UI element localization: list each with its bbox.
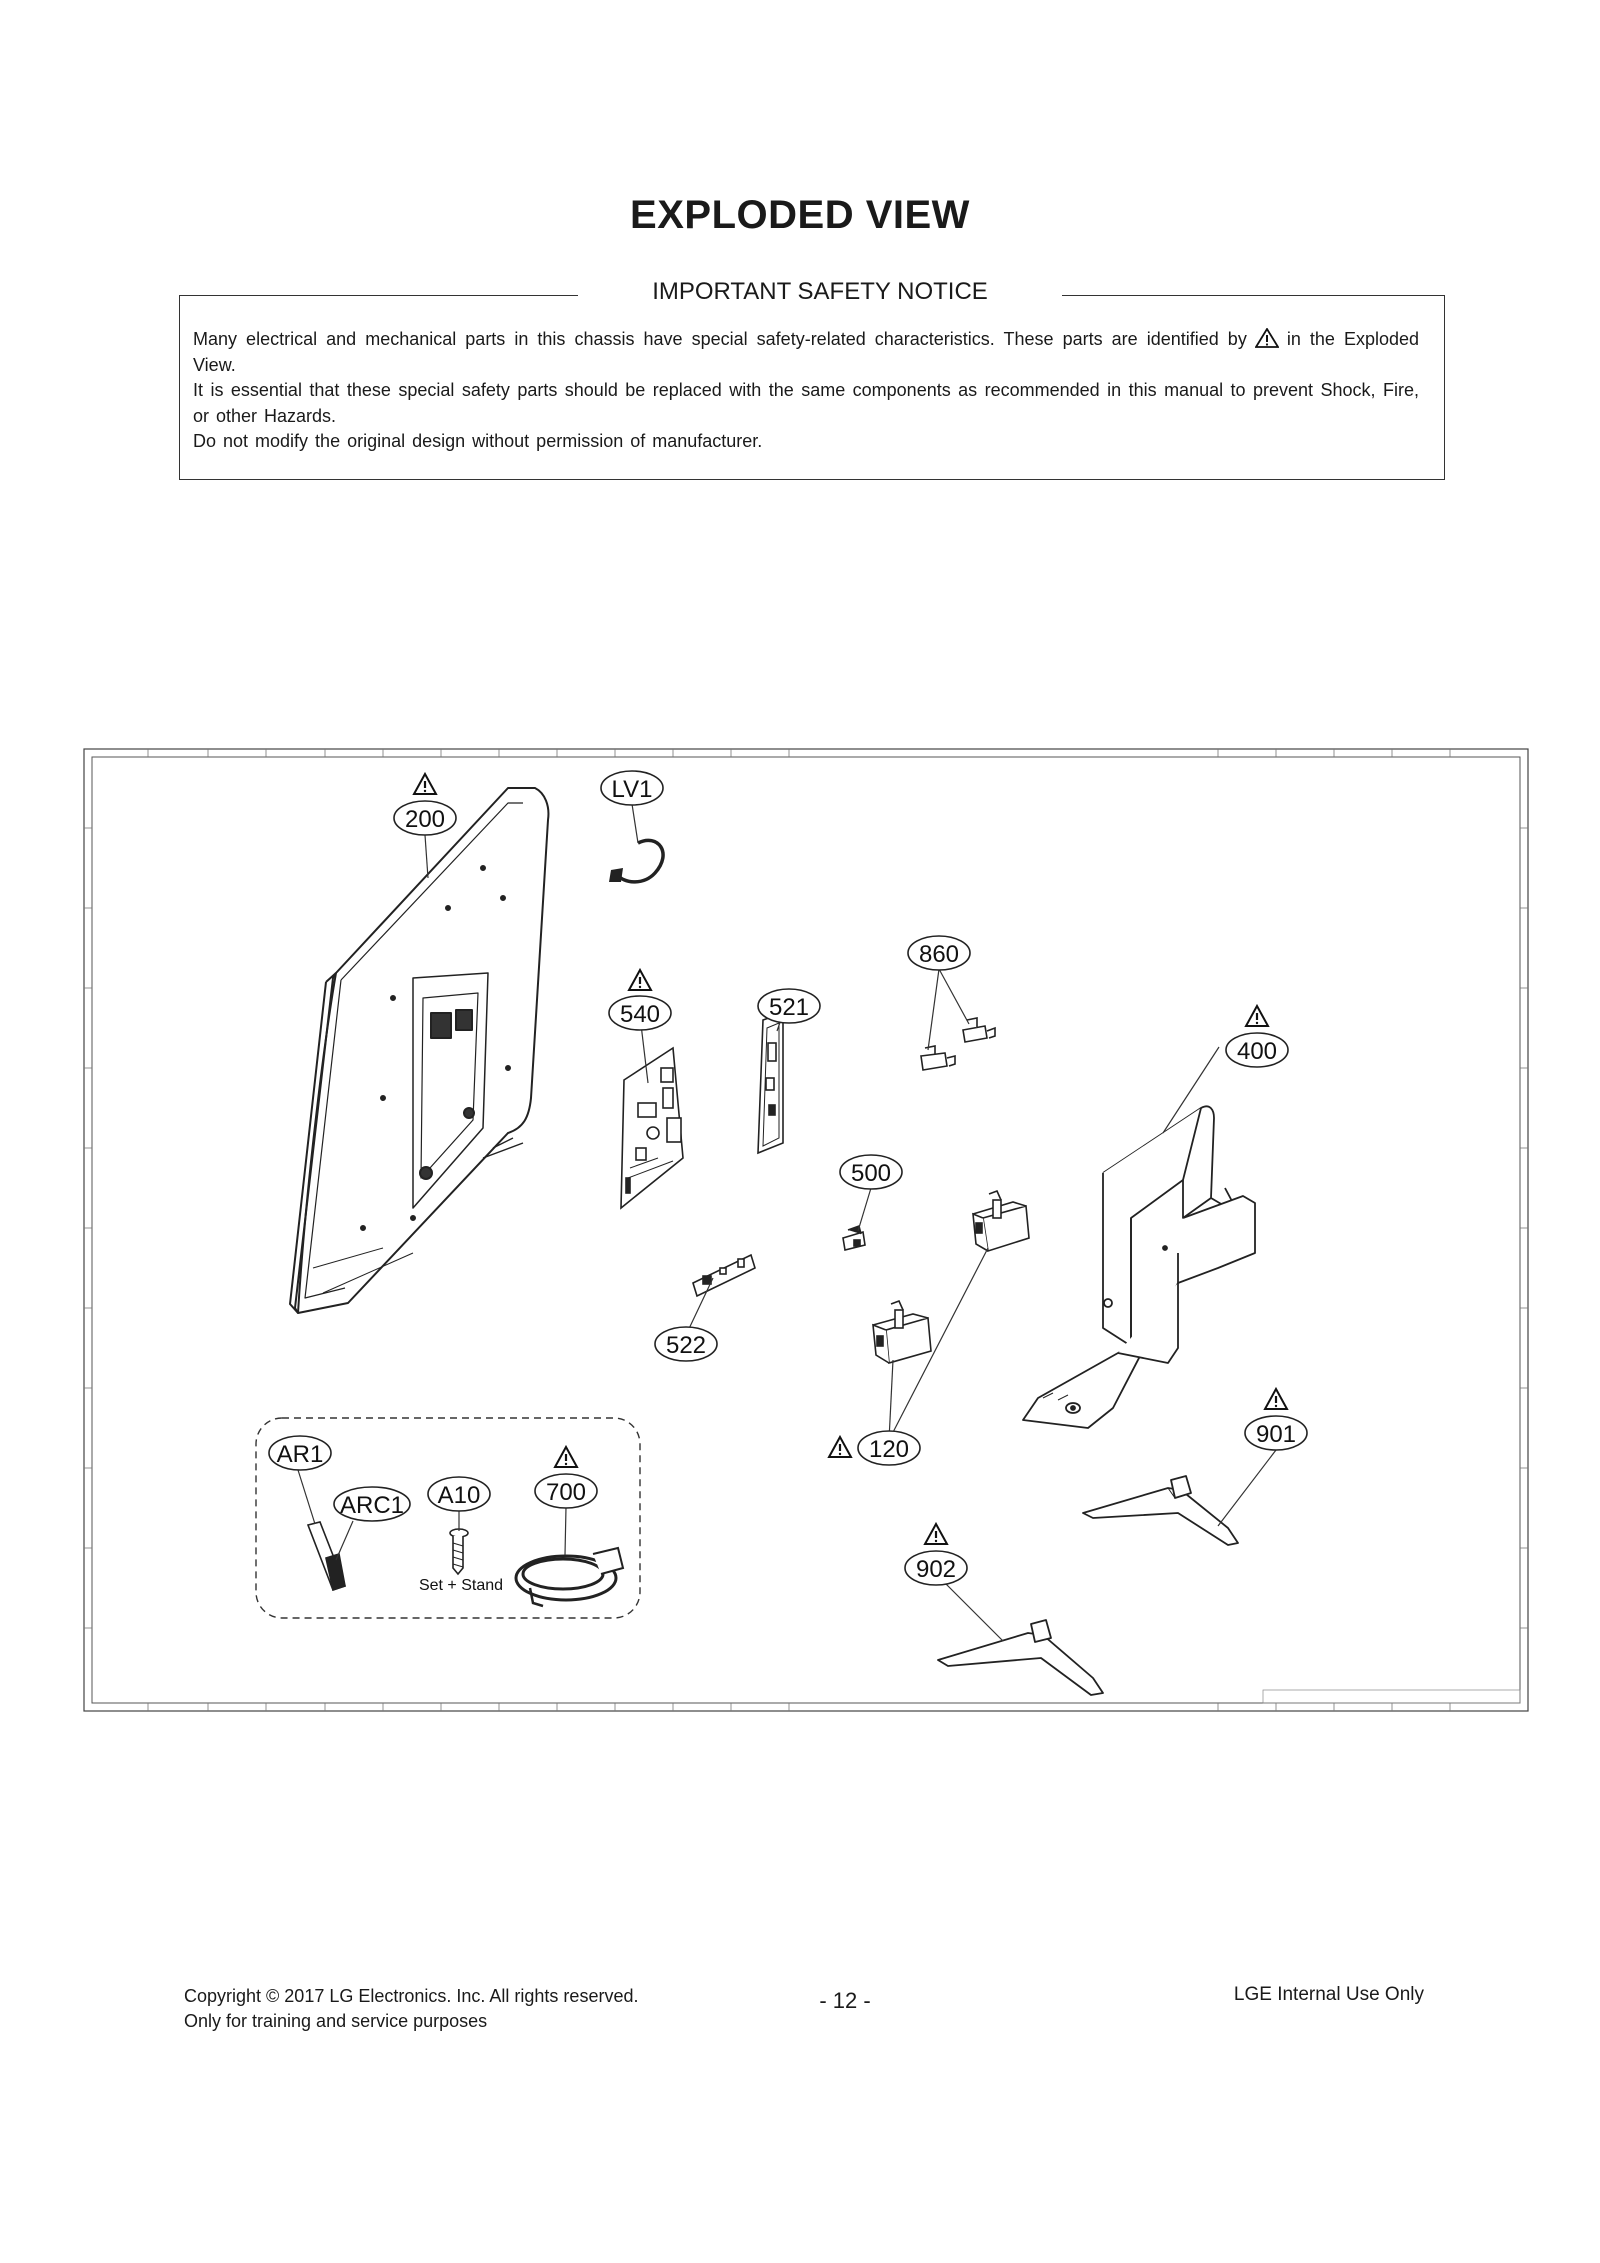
callout-ar1-label: AR1 bbox=[277, 1441, 324, 1468]
notice-line1-b: in the Exploded View. bbox=[193, 329, 1420, 375]
page-number: - 12 - bbox=[819, 1988, 871, 2013]
part-902-stand-leg bbox=[937, 1619, 1104, 1696]
callout-901: 901 bbox=[1244, 1387, 1308, 1451]
callout-a10: A10 bbox=[427, 1476, 491, 1512]
part-522-connector-board bbox=[692, 1253, 756, 1298]
callout-522-label: 522 bbox=[666, 1332, 706, 1359]
footer-training: Only for training and service purposes bbox=[184, 2011, 488, 2031]
callout-540: 540 bbox=[608, 968, 672, 1031]
callout-120-label: 120 bbox=[869, 1436, 909, 1463]
part-lv1-connector bbox=[609, 868, 623, 882]
safety-notice-heading: IMPORTANT SAFETY NOTICE bbox=[578, 278, 1062, 306]
footer-copyright-block: Copyright © 2017 LG Electronics. Inc. Al… bbox=[184, 1984, 638, 2034]
footer-internal-use: LGE Internal Use Only bbox=[1233, 1984, 1424, 2005]
part-a10-screw bbox=[449, 1528, 469, 1576]
callout-521-label: 521 bbox=[769, 994, 809, 1021]
callout-lv1: LV1 bbox=[600, 770, 664, 806]
part-400-stand-body bbox=[1022, 1105, 1256, 1429]
part-500-clip bbox=[842, 1224, 866, 1251]
callout-901-label: 901 bbox=[1256, 1421, 1296, 1448]
callout-700: 700 bbox=[534, 1445, 598, 1509]
callout-400: 400 bbox=[1225, 1004, 1289, 1068]
part-lv1-cable bbox=[616, 838, 665, 884]
callout-lv1-label: LV1 bbox=[612, 776, 653, 803]
notice-paragraph-3: Do not modify the original design withou… bbox=[193, 431, 763, 451]
part-ar1-remote bbox=[306, 1521, 347, 1592]
callout-521: 521 bbox=[757, 988, 821, 1024]
callout-500-label: 500 bbox=[851, 1160, 891, 1187]
callout-arc1: ARC1 bbox=[333, 1486, 411, 1522]
callout-500: 500 bbox=[839, 1154, 903, 1190]
part-901-stand-leg bbox=[1082, 1475, 1239, 1546]
part-120-speaker-left bbox=[872, 1299, 932, 1365]
callout-540-label: 540 bbox=[620, 1001, 660, 1028]
part-200-back-cover bbox=[289, 787, 550, 1314]
notice-line1-a: Many electrical and mechanical parts in … bbox=[193, 329, 1247, 349]
part-521-sub-board bbox=[757, 1011, 784, 1155]
callout-902-label: 902 bbox=[916, 1556, 956, 1583]
frame-ruler-ticks bbox=[84, 749, 1528, 1711]
part-540-main-board bbox=[620, 1046, 684, 1210]
callout-120: 120 bbox=[827, 1430, 921, 1466]
callout-400-label: 400 bbox=[1237, 1038, 1277, 1065]
callout-522: 522 bbox=[654, 1326, 718, 1362]
drawing-frame-inner bbox=[91, 756, 1521, 1704]
page-title: EXPLODED VIEW bbox=[630, 193, 970, 237]
callout-arc1-label: ARC1 bbox=[340, 1492, 404, 1519]
drawing-frame-outer bbox=[83, 748, 1529, 1712]
warning-triangle-icon bbox=[1254, 328, 1279, 348]
callout-860-label: 860 bbox=[919, 941, 959, 968]
accessories-group-outline bbox=[255, 1417, 641, 1619]
footer-copyright: Copyright © 2017 LG Electronics. Inc. Al… bbox=[184, 1986, 639, 2006]
callout-ar1: AR1 bbox=[268, 1435, 332, 1471]
callout-a10-label: A10 bbox=[438, 1482, 481, 1509]
callout-200: 200 bbox=[393, 772, 457, 836]
exploded-view-drawing: 200 LV1 860 540 521 400 500 522 120 901 bbox=[83, 748, 1529, 1712]
safety-notice-text: Many electrical and mechanical parts in … bbox=[193, 327, 1419, 455]
callout-700-label: 700 bbox=[546, 1479, 586, 1506]
title-block bbox=[1262, 1689, 1521, 1704]
set-stand-label: Set + Stand bbox=[419, 1577, 503, 1594]
callout-200-label: 200 bbox=[405, 806, 445, 833]
callout-leader-lines bbox=[297, 803, 1277, 1642]
part-700-power-cord bbox=[514, 1546, 625, 1608]
callout-902: 902 bbox=[904, 1522, 968, 1586]
callout-860: 860 bbox=[907, 935, 971, 971]
part-860-brackets bbox=[920, 1017, 996, 1071]
notice-paragraph-2: It is essential that these special safet… bbox=[193, 380, 1419, 426]
part-120-speaker-right bbox=[972, 1189, 1030, 1253]
notice-paragraph-1: Many electrical and mechanical parts in … bbox=[193, 327, 1419, 378]
